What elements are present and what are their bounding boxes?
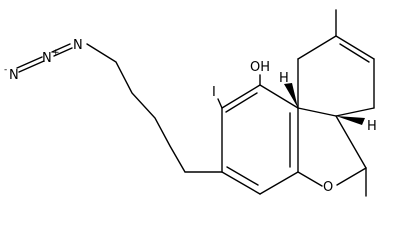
iodo-bond <box>217 98 223 109</box>
azide-terminal-n-label: N <box>9 68 19 83</box>
azide-central-charge: + <box>52 48 60 58</box>
pyran-bond-o-cme2 <box>336 167 367 186</box>
stereo-wedge-top <box>284 83 298 108</box>
stereo-wedge-bottom <box>336 116 365 125</box>
azide-double-bond-1b <box>18 60 45 73</box>
atom-labels: - N N + N OH I O H H <box>4 38 377 195</box>
pyran-ring <box>297 107 367 187</box>
pentyl-chain <box>86 43 223 173</box>
azide-double-bond-2b <box>53 47 73 57</box>
azide-terminal-charge: - <box>4 65 7 75</box>
azide-central-n-label: N <box>42 51 52 66</box>
azide-group <box>16 43 73 73</box>
stereo-h-bottom-label: H <box>367 119 377 134</box>
cyclohexene-bond-2 <box>297 35 337 60</box>
ring-bond-top <box>221 84 261 109</box>
ring-bond-top-inner <box>225 92 258 113</box>
ring-bond-left-lower <box>221 171 261 195</box>
cyclohexene-bond-5 <box>335 107 375 117</box>
ring-bond-top-right <box>259 84 299 109</box>
azide-double-bond-1a <box>16 56 43 69</box>
cyclohexene-bond-3 <box>335 35 375 60</box>
molecule-structure-diagram: - N N + N OH I O H H <box>4 9 377 197</box>
molecule-drawing: - N N + N OH I O H H <box>4 9 377 197</box>
stereo-h-top-label: H <box>279 71 289 86</box>
pyran-bond-ar-o <box>297 171 323 187</box>
cyclohexene-double-bond-inner <box>339 43 370 63</box>
iodine-label: I <box>212 85 216 100</box>
cyclohexene-ring <box>297 35 375 117</box>
pyran-bond-c6a-c10a <box>297 107 337 117</box>
ring-bond-left-lower-inner <box>226 166 259 186</box>
azide-attached-n-label: N <box>73 38 83 53</box>
ring-oxygen-label: O <box>323 180 333 195</box>
hydroxyl-label: OH <box>250 60 270 75</box>
ring-bond-bottom-right <box>259 171 299 195</box>
pyran-bond-cme2-c6a <box>335 115 367 169</box>
azide-double-bond-2a <box>51 43 71 53</box>
aromatic-ring <box>221 84 299 195</box>
